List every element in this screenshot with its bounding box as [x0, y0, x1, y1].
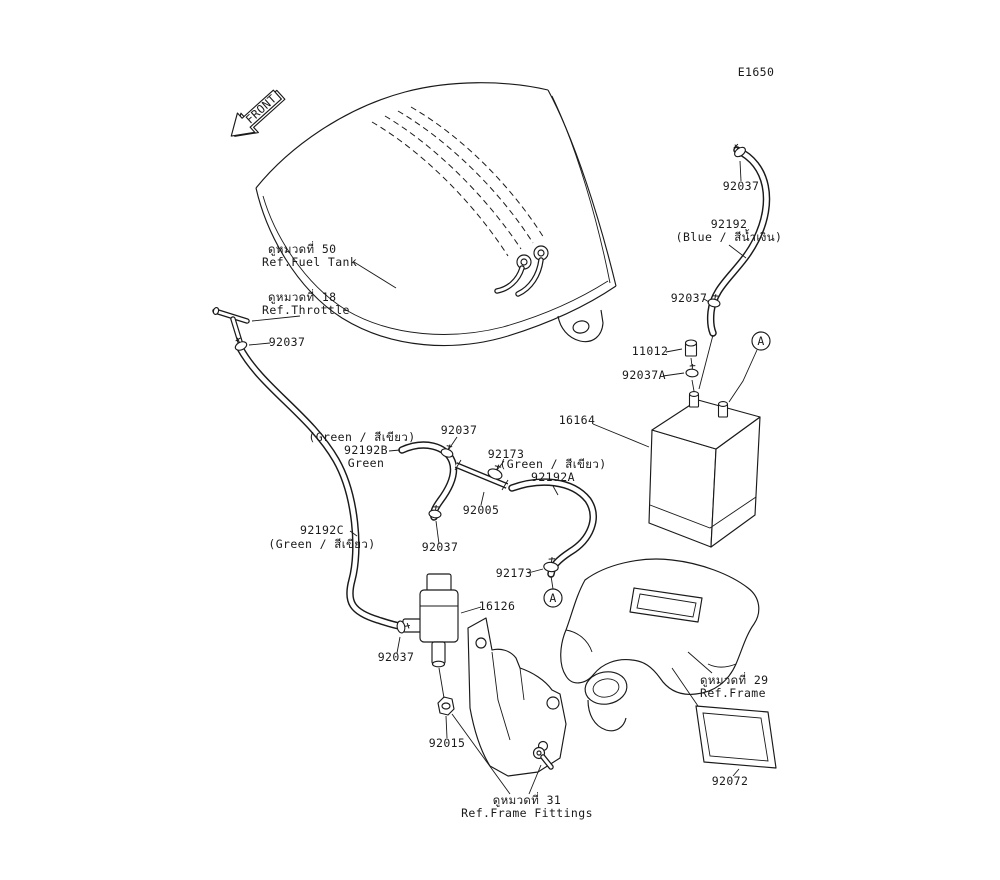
frame-part: [560, 558, 760, 732]
gasket-92072: [695, 705, 777, 769]
label-cap: 11012: [632, 344, 669, 358]
label-clamp-canister: 92037A: [622, 368, 666, 382]
ref-fuel-tank-thai: ดูหมวดที่ 50: [268, 241, 337, 256]
ref-throttle-en: Ref.Throttle: [262, 303, 350, 317]
label-clamp-hose-b-bottom: 92037: [422, 540, 459, 554]
nut-92015: [437, 696, 455, 716]
label-clamp-throttle: 92037: [269, 335, 306, 349]
label-joint-lower: 92173: [496, 566, 533, 580]
label-hose-a-color: (Green / สีเขียว): [499, 457, 606, 471]
label-hose-b-color: (Green / สีเขียว): [308, 430, 415, 444]
ref-fuel-tank-en: Ref.Fuel Tank: [262, 255, 357, 269]
label-clamp-blue-bottom: 92037: [671, 291, 708, 305]
ref-frame-fittings-thai: ดูหมวดที่ 31: [493, 792, 562, 807]
canister-16164: [648, 391, 761, 548]
label-hose-c: 92192C: [300, 523, 344, 537]
label-hose-blue: 92192: [711, 217, 748, 231]
drawing-code: E1650: [738, 65, 775, 79]
ref-frame-fittings-en: Ref.Frame Fittings: [461, 806, 593, 820]
bracket-bolt: [532, 746, 554, 770]
label-clamp-valve: 92037: [378, 650, 415, 664]
fuel-tank-outline: [255, 82, 617, 347]
marker-a-top-label: A: [757, 334, 764, 348]
ref-frame-thai: ดูหมวดที่ 29: [700, 672, 769, 687]
hose-blue-92192: [706, 146, 771, 337]
label-hose-c-color: (Green / สีเขียว): [268, 537, 375, 551]
ref-throttle-thai: ดูหมวดที่ 18: [268, 289, 337, 304]
label-hose-a: 92192A: [531, 470, 575, 484]
label-pipe: 92005: [463, 503, 500, 517]
label-nut: 92015: [429, 736, 466, 750]
label-hose-b: 92192B: [344, 443, 388, 457]
canister-pipe-left: [688, 391, 700, 408]
label-joint-upper: 92173: [488, 447, 525, 461]
label-valve: 16126: [479, 599, 516, 613]
joint-pipe-92005: [454, 459, 509, 491]
tank-fittings: [494, 245, 549, 297]
leader-lines: [248, 160, 758, 795]
valve-16126: [402, 573, 459, 668]
marker-a-top: A: [751, 331, 771, 351]
ref-frame-en: Ref.Frame: [700, 686, 766, 700]
label-clamp-blue-top: 92037: [723, 179, 760, 193]
label-clamp-hose-b-top: 92037: [441, 423, 478, 437]
label-canister: 16164: [559, 413, 596, 427]
cap-11012: [684, 339, 698, 357]
hose-green-a-92192a: [508, 478, 597, 578]
label-hose-blue-color: (Blue / สีน้ำเงิน): [676, 229, 783, 244]
labels: E1650 ดูหมวดที่ 50 Ref.Fuel Tank ดูหมวดท…: [262, 65, 782, 820]
label-hose-b-color-en: Green: [348, 456, 385, 470]
mounting-bracket: [467, 617, 567, 777]
canister-pipe-right: [717, 401, 729, 418]
marker-a-bottom-label: A: [549, 591, 556, 605]
hose-green-c-92192c: [236, 344, 408, 631]
marker-a-bottom: A: [543, 588, 563, 608]
clamp-92037-throttle: [231, 334, 249, 353]
front-direction-arrow: FRONT: [230, 89, 286, 137]
label-damper: 92072: [712, 774, 749, 788]
throttle-fitting: [212, 307, 250, 348]
